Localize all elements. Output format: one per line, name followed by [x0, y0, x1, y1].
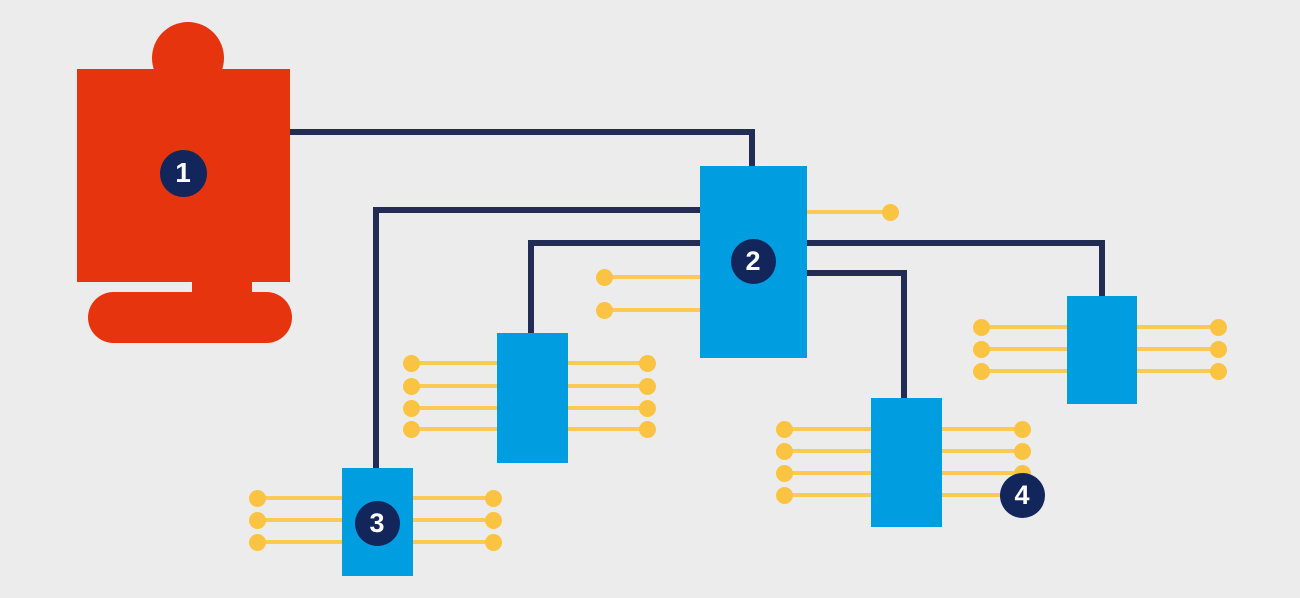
pin-dot [484, 533, 502, 551]
pin-dot [1209, 340, 1227, 358]
pin-dot [881, 203, 899, 221]
pin-line [411, 496, 493, 500]
pin-line [1135, 325, 1218, 329]
connector-computer-to-node2-v [749, 129, 755, 169]
node-mid-left [497, 333, 568, 463]
pin-line [784, 493, 873, 497]
pin-line [257, 518, 344, 522]
pin-dot [595, 268, 613, 286]
pin-line [566, 406, 647, 410]
pin-dot [402, 420, 420, 438]
pin-line [1135, 347, 1218, 351]
callout-badge-3: 3 [354, 500, 400, 546]
pin-dot [248, 533, 266, 551]
connector-node2-cross-h [528, 240, 1105, 246]
connector-node2-to-node4-h [805, 270, 907, 276]
pin-line [411, 427, 499, 431]
pin-dot [1209, 318, 1227, 336]
pin-line [784, 427, 873, 431]
pin-line [604, 308, 702, 312]
connector-node2-to-node3-h [373, 207, 703, 213]
pin-line [257, 540, 344, 544]
pin-line [411, 384, 499, 388]
pin-dot [775, 420, 793, 438]
pin-line [981, 369, 1069, 373]
callout-badge-4: 4 [999, 472, 1045, 518]
node-4 [871, 398, 942, 527]
pin-dot [595, 301, 613, 319]
computer-stand-base [88, 292, 292, 343]
pin-line [257, 496, 344, 500]
pin-dot [1013, 442, 1031, 460]
pin-dot [638, 420, 656, 438]
pin-dot [402, 354, 420, 372]
connector-node2-to-node4-v [901, 270, 907, 400]
pin-line [411, 540, 493, 544]
pin-dot [484, 489, 502, 507]
pin-line [411, 361, 499, 365]
pin-line [1135, 369, 1218, 373]
pin-dot [775, 442, 793, 460]
pin-dot [638, 377, 656, 395]
node-right [1067, 296, 1137, 404]
pin-dot [402, 377, 420, 395]
pin-dot [638, 399, 656, 417]
pin-line [566, 384, 647, 388]
connector-node2-to-right-v [1099, 240, 1105, 300]
pin-dot [484, 511, 502, 529]
pin-line [566, 427, 647, 431]
pin-dot [248, 489, 266, 507]
pin-dot [638, 354, 656, 372]
pin-dot [972, 362, 990, 380]
pin-line [784, 471, 873, 475]
connector-node2-to-midleft-v [528, 240, 534, 336]
pin-dot [775, 464, 793, 482]
pin-line [981, 325, 1069, 329]
callout-badge-1: 1 [159, 149, 207, 197]
pin-line [411, 406, 499, 410]
pin-line [981, 347, 1069, 351]
pin-dot [1209, 362, 1227, 380]
callout-badge-2: 2 [730, 238, 776, 284]
connector-computer-to-node2-h [285, 129, 755, 135]
pin-line [807, 210, 890, 214]
connector-node2-to-node3-v [373, 207, 379, 471]
pin-line [411, 518, 493, 522]
pin-line [940, 493, 1022, 497]
pin-dot [775, 486, 793, 504]
pin-dot [248, 511, 266, 529]
pin-line [784, 449, 873, 453]
pin-line [940, 449, 1022, 453]
pin-dot [402, 399, 420, 417]
pin-line [940, 471, 1022, 475]
pin-dot [972, 318, 990, 336]
pin-line [940, 427, 1022, 431]
pin-line [604, 275, 702, 279]
pin-dot [972, 340, 990, 358]
pin-dot [1013, 420, 1031, 438]
pin-line [566, 361, 647, 365]
